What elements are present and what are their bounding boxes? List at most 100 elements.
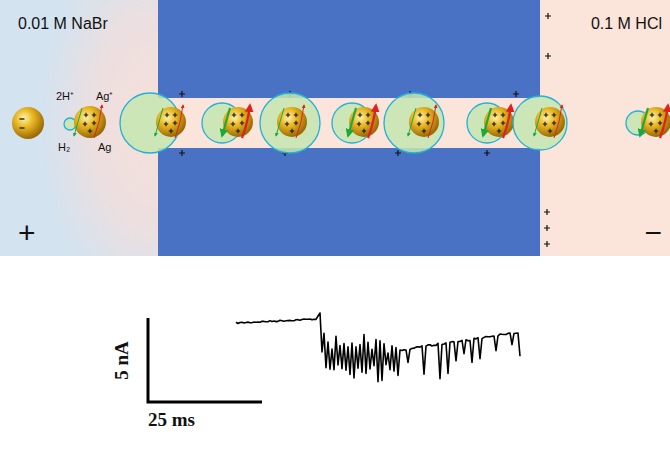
reaction-species: 2H⁺ <box>56 91 74 102</box>
charge-symbol <box>501 113 505 117</box>
charge-symbol <box>417 122 421 126</box>
charge-symbol <box>548 129 552 133</box>
scale-label: 5 nA <box>111 341 130 380</box>
charge-symbol <box>358 113 362 117</box>
charge-symbol <box>88 129 92 133</box>
charge-symbol <box>395 150 401 156</box>
electrode-sign: + <box>18 218 36 248</box>
reduction-arrow <box>534 108 542 136</box>
charge-symbol <box>552 113 556 117</box>
charge-symbol <box>294 113 298 117</box>
oxidation-arrow <box>554 105 562 138</box>
charge-symbol <box>493 113 497 117</box>
charge-symbol <box>484 150 490 156</box>
solution-label: 0.01 M NaBr <box>18 16 108 32</box>
charge-symbol <box>286 113 290 117</box>
silver-particle <box>535 107 565 137</box>
oxidation-arrow <box>428 105 436 138</box>
h2-bubble <box>260 93 320 153</box>
charge-symbol <box>84 113 88 117</box>
pore-channel <box>158 98 540 148</box>
reaction-species: Ag⁺ <box>96 91 113 102</box>
charge-symbol <box>164 122 168 126</box>
charge-symbol <box>294 121 298 125</box>
reaction-species: Ag <box>98 142 111 153</box>
illustration <box>0 0 670 402</box>
charge-symbol <box>366 113 370 117</box>
charge-symbol <box>92 113 96 117</box>
oxidation-arrow <box>503 105 511 138</box>
charge-symbol <box>492 122 496 126</box>
silver-particle <box>277 107 307 137</box>
charge-symbol <box>658 113 662 117</box>
charge-symbol <box>650 113 654 117</box>
reduction-arrow <box>640 108 648 136</box>
solution-label: 0.1 M HCl <box>591 16 662 32</box>
oxidation-arrow <box>296 105 304 138</box>
reduction-arrow <box>155 108 163 136</box>
charge-symbol <box>366 121 370 125</box>
charge-symbol <box>231 122 235 126</box>
scale-label: 25 ms <box>148 410 195 429</box>
charge-symbol <box>513 91 519 97</box>
charge-symbol <box>497 129 501 133</box>
reduction-arrow <box>222 108 230 136</box>
electrode-sign: − <box>644 218 662 248</box>
charge-symbol <box>418 113 422 117</box>
charge-symbol <box>426 121 430 125</box>
charge-symbol <box>165 113 169 117</box>
membrane-wall <box>158 148 540 256</box>
oxidation-arrow <box>368 105 376 138</box>
charge-symbol <box>179 150 185 156</box>
charge-symbol <box>357 122 361 126</box>
charge-symbol <box>501 121 505 125</box>
charge-symbol <box>232 113 236 117</box>
charge-symbol <box>240 121 244 125</box>
reservoir-region: 0.01 M NaBr + <box>0 0 158 256</box>
h2-bubble <box>384 93 444 153</box>
reduction-arrow <box>348 108 356 136</box>
charge-symbol <box>422 129 426 133</box>
reaction-species: H₂ <box>58 142 70 153</box>
charge-symbol <box>169 129 173 133</box>
charge-symbol <box>236 129 240 133</box>
silver-particle <box>12 107 44 139</box>
oxidation-arrow <box>94 105 102 138</box>
charge-symbol <box>290 129 294 133</box>
oxidation-arrow <box>660 105 668 138</box>
h2-bubble <box>513 96 567 150</box>
charge-symbol <box>240 113 244 117</box>
charge-symbol <box>649 122 653 126</box>
current-trace <box>236 313 520 382</box>
membrane-wall <box>158 0 540 98</box>
charge-symbol <box>654 129 658 133</box>
charge-symbol <box>545 53 551 59</box>
charge-symbol <box>544 113 548 117</box>
charge-symbol <box>173 121 177 125</box>
charge-symbol <box>545 13 551 19</box>
reservoir-region: 0.1 M HCl − <box>550 0 670 256</box>
charge-symbol <box>658 121 662 125</box>
reduction-arrow <box>483 108 491 136</box>
scale-bar <box>148 318 262 402</box>
charge-symbol <box>20 118 25 119</box>
charge-symbol <box>544 209 550 215</box>
silver-particle <box>409 107 439 137</box>
charge-symbol <box>92 121 96 125</box>
hcl-solution <box>0 0 670 256</box>
silver-particle <box>156 107 186 137</box>
charge-symbol <box>20 127 25 128</box>
silver-particle <box>74 106 106 138</box>
charge-symbol <box>544 241 550 247</box>
oxidation-arrow <box>175 105 183 138</box>
charge-symbol <box>285 122 289 126</box>
charge-symbol <box>179 91 185 97</box>
charge-symbol <box>552 121 556 125</box>
charge-symbol <box>83 122 87 126</box>
reduction-arrow <box>74 108 82 136</box>
reduction-arrow <box>408 108 416 136</box>
charge-symbol <box>426 113 430 117</box>
charge-symbol <box>543 122 547 126</box>
